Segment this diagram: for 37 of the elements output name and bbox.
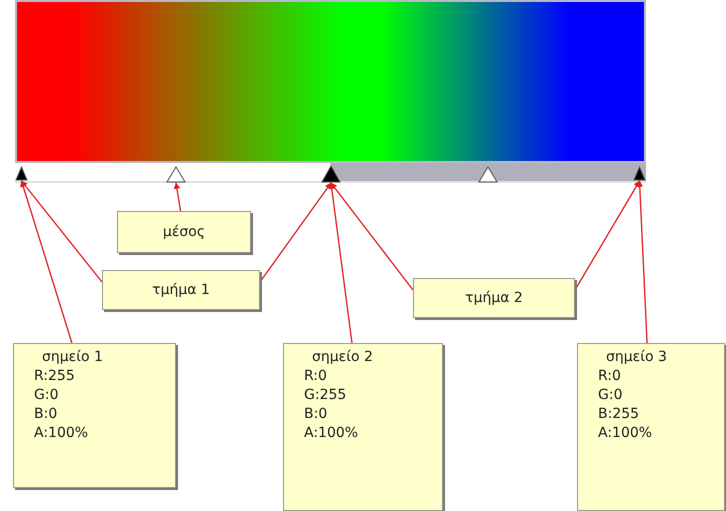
callout-text: τμήμα 2 xyxy=(465,290,523,306)
color-stop-marker xyxy=(15,166,28,181)
leader-arrow xyxy=(328,182,353,344)
leader-arrow xyxy=(330,182,414,290)
callout-heading: σημείο 3 xyxy=(606,348,668,367)
color-value: A:100% xyxy=(598,424,654,443)
color-value: R:0 xyxy=(598,367,622,386)
color-value: B:0 xyxy=(304,405,328,424)
midpoint-marker xyxy=(166,166,186,183)
callout-box xyxy=(413,278,575,318)
leader-arrow xyxy=(20,180,73,344)
leader-arrow xyxy=(636,180,648,344)
callout-box xyxy=(117,211,251,253)
callout-box xyxy=(13,343,176,488)
color-value: G:0 xyxy=(598,386,624,405)
leader-arrow xyxy=(574,180,640,290)
color-value: R:255 xyxy=(34,367,76,386)
leader-arrow xyxy=(174,182,182,212)
color-value: G:0 xyxy=(34,386,60,405)
callout-box xyxy=(283,343,443,511)
color-stop-marker xyxy=(633,166,646,181)
color-value: B:0 xyxy=(34,405,58,424)
callout-box xyxy=(102,270,260,310)
color-value: B:255 xyxy=(598,405,640,424)
callout-heading: σημείο 1 xyxy=(42,348,104,367)
color-value: G:255 xyxy=(304,386,348,405)
callout-box xyxy=(577,343,725,511)
leader-arrow xyxy=(21,180,102,282)
callout-heading: σημείο 2 xyxy=(312,348,374,367)
color-stop-marker xyxy=(321,165,341,183)
midpoint-marker xyxy=(478,166,498,183)
color-value: A:100% xyxy=(304,424,360,443)
callout-text: μέσος xyxy=(162,224,206,240)
color-value: A:100% xyxy=(34,424,90,443)
leader-arrow xyxy=(259,182,332,282)
color-value: R:0 xyxy=(304,367,328,386)
callout-text: τμήμα 1 xyxy=(152,282,210,298)
